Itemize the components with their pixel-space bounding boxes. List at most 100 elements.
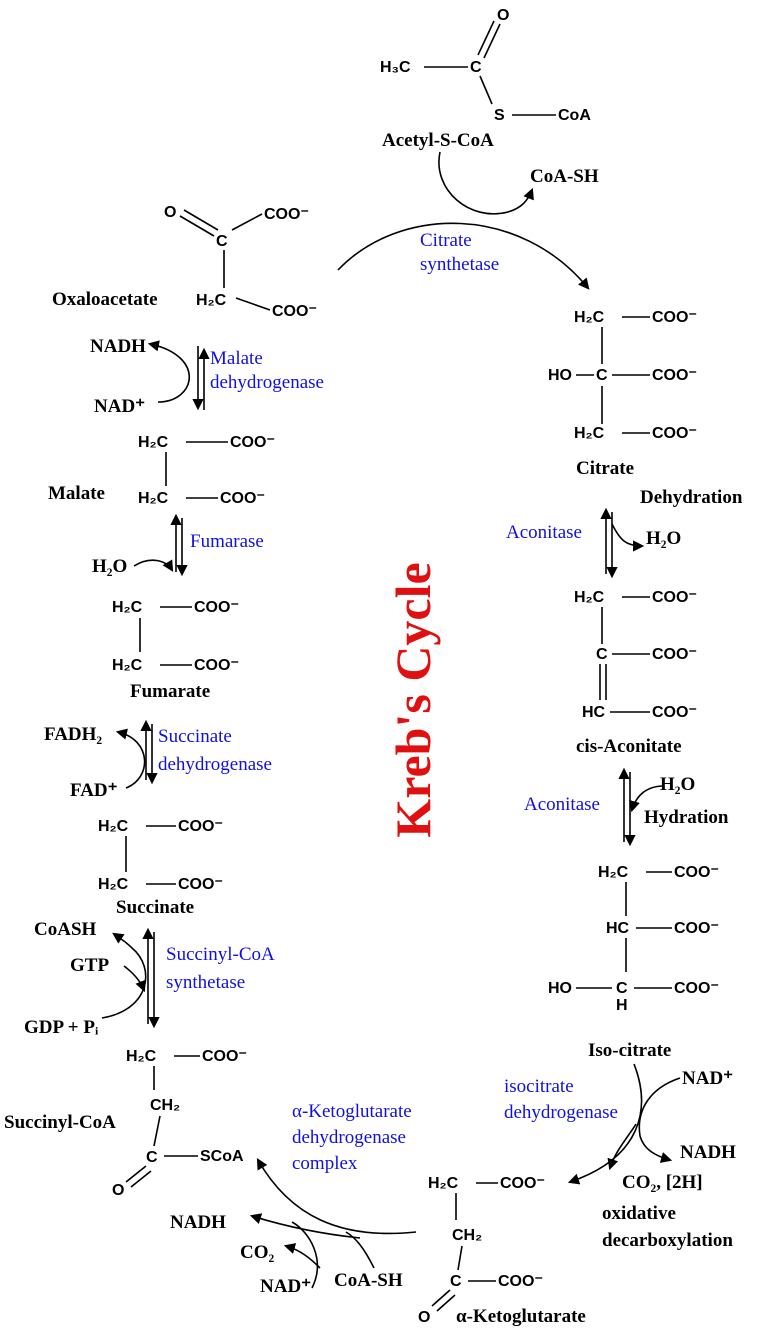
oxaloacetate-label: Oxaloacetate <box>52 289 158 310</box>
atom-o: O <box>418 1309 430 1326</box>
succinate-label: Succinate <box>116 897 194 918</box>
malate-dh-enzyme-line2: dehydrogenase <box>210 372 324 393</box>
atom-h2c: H₂C <box>574 589 605 606</box>
atom-h: H <box>616 997 628 1014</box>
atom-ch2: CH₂ <box>150 1097 180 1114</box>
fad-plus-label: FAD⁺ <box>70 780 118 801</box>
succinyl-coa-synthetase-enzyme-line2: synthetase <box>166 972 245 993</box>
atom-coo: COO⁻ <box>652 704 697 721</box>
isocitrate-structure: H₂C COO⁻ HC COO⁻ HO C COO⁻ H <box>548 864 719 1014</box>
oxidative-label-line1: oxidative <box>602 1203 676 1224</box>
co2-2h-label: CO₂, [2H] <box>622 1172 703 1193</box>
atom-coo: COO⁻ <box>674 864 719 881</box>
citrate-synthetase-enzyme-line2: synthetase <box>420 254 499 275</box>
atom-c: C <box>450 1273 462 1290</box>
atom-coo: COO⁻ <box>202 1048 247 1065</box>
atom-ho: HO <box>548 980 572 997</box>
dehydration-label: Dehydration <box>640 487 743 508</box>
atom-h2c: H₂C <box>598 864 629 881</box>
acetyl-coa-label: Acetyl-S-CoA <box>382 130 494 151</box>
atom-coo: COO⁻ <box>674 920 719 937</box>
cis-aconitate-label: cis-Aconitate <box>576 736 682 757</box>
atom-hc: HC <box>606 920 630 937</box>
coa-sh-akg-label: CoA-SH <box>334 1270 403 1291</box>
atom-o: O <box>112 1182 124 1199</box>
malate-label: Malate <box>48 483 105 504</box>
atom-c: C <box>216 233 228 250</box>
malate-structure: H₂C COO⁻ H₂C COO⁻ <box>138 434 275 507</box>
gtp-label: GTP <box>70 955 109 976</box>
atom-hc: HC <box>582 704 606 721</box>
atom-coo: COO⁻ <box>178 876 223 893</box>
succinate-structure: H₂C COO⁻ H₂C COO⁻ <box>98 818 223 893</box>
fumarate-label: Fumarate <box>130 681 210 702</box>
nadh-iso-label: NADH <box>680 1142 736 1163</box>
atom-h2c: H₂C <box>138 434 169 451</box>
atom-h2c: H₂C <box>196 292 227 309</box>
atom-h3c: H₃C <box>380 59 411 76</box>
atom-h2c: H₂C <box>98 876 129 893</box>
fumarase-enzyme: Fumarase <box>190 531 264 552</box>
atom-coo: COO⁻ <box>272 303 317 320</box>
akg-dh-enzyme-line2: dehydrogenase <box>292 1127 406 1148</box>
h2o-dehydration-label: H₂O <box>646 528 681 549</box>
isocitrate-dh-enzyme-line2: dehydrogenase <box>504 1102 618 1123</box>
h2o-fumarase-label: H₂O <box>92 556 127 577</box>
atom-h2c: H₂C <box>112 657 143 674</box>
succinyl-coa-synthetase-enzyme-line1: Succinyl-CoA <box>166 944 275 965</box>
atom-coo: COO⁻ <box>652 367 697 384</box>
atom-coo: COO⁻ <box>500 1175 545 1192</box>
alpha-ketoglutarate-label: α-Ketoglutarate <box>456 1306 586 1327</box>
citrate-synthetase-enzyme-line1: Citrate <box>420 230 472 251</box>
atom-c: C <box>616 980 628 997</box>
coa-sh-top-label: CoA-SH <box>530 166 599 187</box>
isocitrate-label: Iso-citrate <box>588 1040 671 1061</box>
coash-succ-label: CoASH <box>34 919 97 940</box>
atom-coo: COO⁻ <box>652 425 697 442</box>
atom-coo: COO⁻ <box>652 589 697 606</box>
atom-c: C <box>146 1149 158 1166</box>
atom-c: C <box>470 59 482 76</box>
atom-h2c: H₂C <box>98 818 129 835</box>
oxidative-label-line2: decarboxylation <box>602 1230 733 1251</box>
atom-c: C <box>596 646 608 663</box>
fumarate-structure: H₂C COO⁻ H₂C COO⁻ <box>112 599 239 674</box>
cycle-title: Kreb's Cycle <box>385 562 441 837</box>
hydration-label: Hydration <box>644 807 729 828</box>
atom-coo: COO⁻ <box>498 1273 543 1290</box>
gdp-pi-label: GDP + Pᵢ <box>24 1017 99 1038</box>
nadh-malate-label: NADH <box>90 336 146 357</box>
nad-plus-akg-label: NAD⁺ <box>260 1276 311 1297</box>
atom-coo: COO⁻ <box>194 599 239 616</box>
atom-coo: COO⁻ <box>264 206 309 223</box>
aconitase-1-enzyme: Aconitase <box>506 522 582 543</box>
atom-h2c: H₂C <box>574 309 605 326</box>
atom-h2c: H₂C <box>112 599 143 616</box>
isocitrate-dh-enzyme-line1: isocitrate <box>504 1076 574 1097</box>
acetyl-coa-structure: H₃C C O S CoA <box>380 7 591 124</box>
atom-o: O <box>497 7 509 24</box>
h2o-hydration-label: H₂O <box>660 774 695 795</box>
nad-plus-malate-label: NAD⁺ <box>94 396 145 417</box>
atom-coo: COO⁻ <box>674 980 719 997</box>
succinyl-coa-label: Succinyl-CoA <box>4 1112 116 1133</box>
aconitase-2-enzyme: Aconitase <box>524 794 600 815</box>
atom-coo: COO⁻ <box>652 309 697 326</box>
atom-h2c: H₂C <box>138 490 169 507</box>
nad-plus-iso-label: NAD⁺ <box>682 1068 733 1089</box>
atom-coa: CoA <box>558 107 591 124</box>
atom-h2c: H₂C <box>126 1048 157 1065</box>
atom-coo: COO⁻ <box>178 818 223 835</box>
atom-ho: HO <box>548 367 572 384</box>
atom-h2c: H₂C <box>574 425 605 442</box>
alpha-ketoglutarate-structure: H₂C COO⁻ CH₂ C COO⁻ O <box>418 1175 545 1326</box>
citrate-label: Citrate <box>576 458 634 479</box>
atom-coo: COO⁻ <box>652 646 697 663</box>
co2-akg-label: CO₂ <box>240 1242 275 1263</box>
atom-scoa: SCoA <box>200 1148 244 1165</box>
citrate-structure: H₂C COO⁻ HO C COO⁻ H₂C COO⁻ <box>548 309 697 442</box>
nadh-akg-label: NADH <box>170 1212 226 1233</box>
fadh2-label: FADH₂ <box>44 724 102 745</box>
malate-dh-enzyme-line1: Malate <box>210 348 263 369</box>
